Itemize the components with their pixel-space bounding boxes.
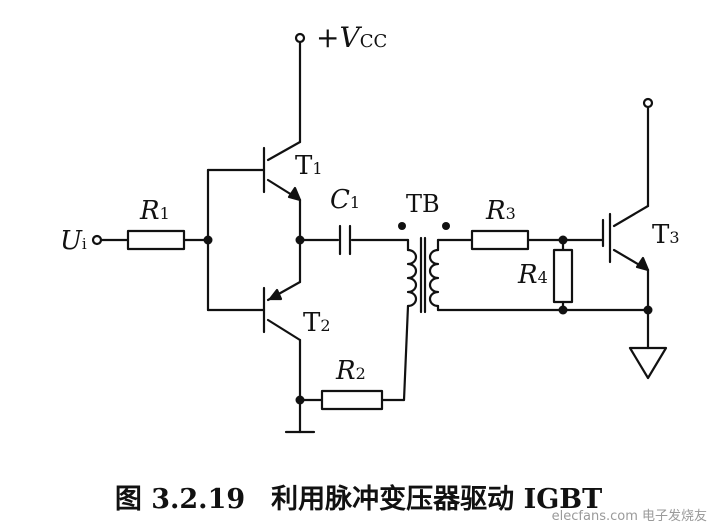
junction-input	[203, 235, 213, 245]
junction-r2	[295, 395, 305, 405]
vcc-label: +VCC	[316, 21, 388, 54]
transformer-dot-primary	[398, 222, 406, 230]
transformer-primary	[406, 248, 418, 308]
t1-label: T1	[295, 151, 323, 181]
resistor-r1	[126, 229, 186, 251]
ground-symbol	[628, 346, 668, 380]
capacitor-c1	[338, 224, 352, 256]
input-terminal	[91, 234, 103, 246]
junction-r4-bottom	[558, 305, 568, 315]
r2-label: R2	[336, 356, 366, 386]
t2-label: T2	[303, 308, 331, 338]
transformer-secondary	[428, 248, 440, 308]
c1-label: C1	[330, 185, 361, 215]
junction-emitter	[643, 305, 653, 315]
resistor-r3	[470, 229, 530, 251]
transistor-t1	[206, 146, 302, 202]
tb-label: TB	[406, 190, 440, 218]
figure-title: 利用脉冲变压器驱动 IGBT	[271, 484, 603, 515]
circuit-diagram	[91, 32, 668, 434]
t3-label: T3	[652, 220, 680, 250]
resistor-r4	[552, 248, 574, 304]
vcc-terminal	[294, 32, 306, 44]
collector-terminal	[642, 97, 654, 109]
r3-label: R3	[486, 196, 516, 226]
ui-label: Ui	[60, 226, 87, 256]
r4-label: R4	[518, 260, 548, 290]
resistor-r2	[320, 389, 384, 411]
transistor-t2	[262, 280, 302, 342]
transformer-dot-secondary	[442, 222, 450, 230]
figure-number: 图 3.2.19	[114, 484, 246, 515]
figure-caption: 图 3.2.19 利用脉冲变压器驱动 IGBT	[0, 470, 717, 530]
junction-r4-top	[558, 235, 568, 245]
igbt-t3	[601, 204, 650, 272]
watermark: elecfans.com 电子发烧友	[551, 509, 707, 524]
junction-output	[295, 235, 305, 245]
r1-label: R1	[140, 196, 170, 226]
